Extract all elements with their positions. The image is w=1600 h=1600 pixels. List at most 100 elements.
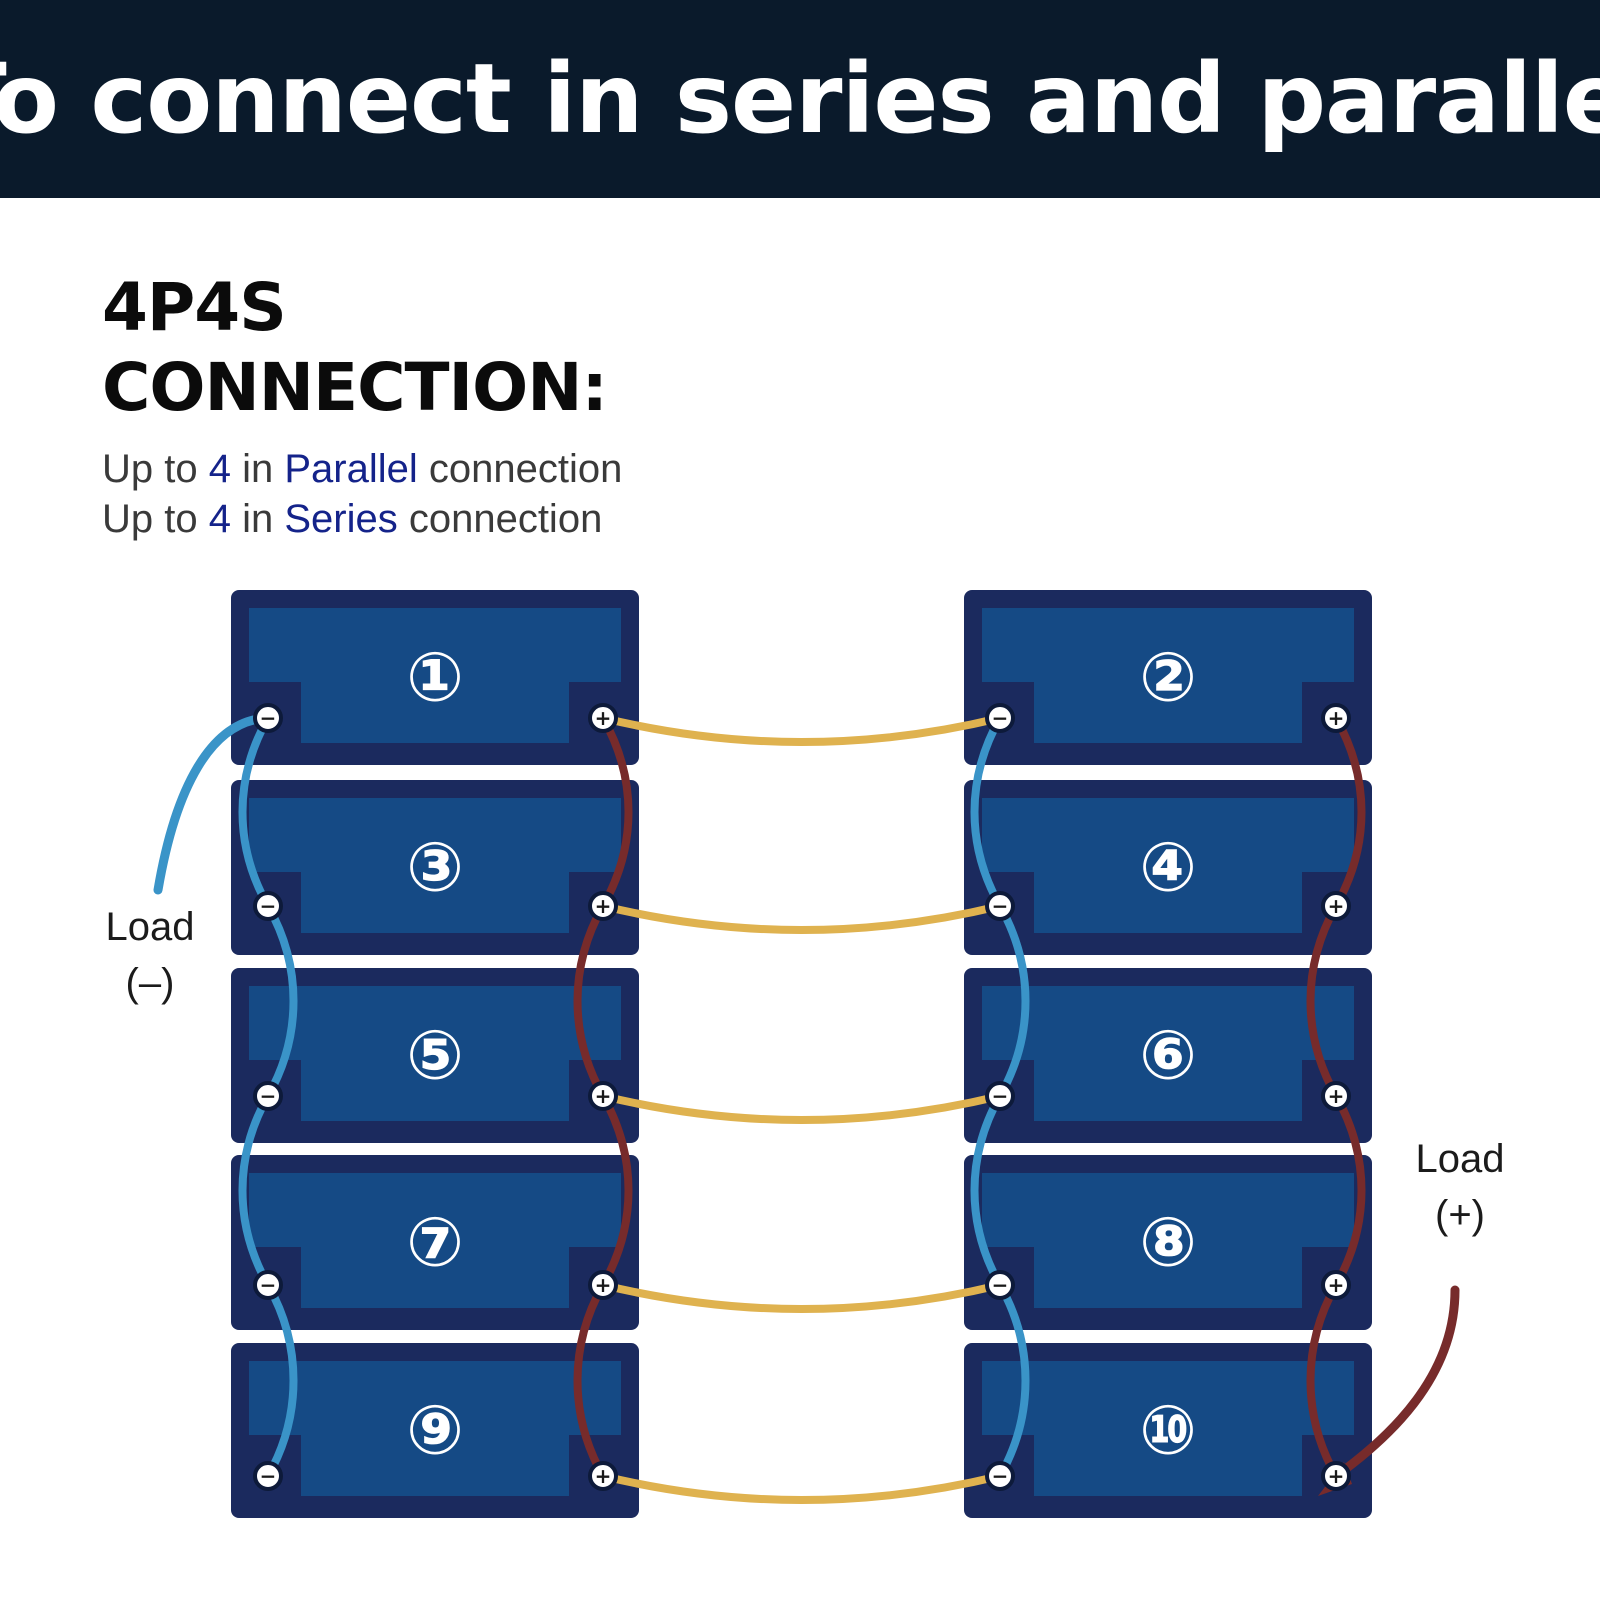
heading-line-1: 4P4S: [102, 269, 287, 346]
battery-number: ⑦: [406, 1204, 464, 1283]
negative-sign: −: [260, 894, 277, 918]
battery-2: ②: [964, 590, 1372, 765]
negative-sign: −: [992, 1464, 1009, 1488]
negative-sign: −: [260, 1464, 277, 1488]
connection-heading: 4P4S CONNECTION:: [102, 268, 608, 428]
positive-terminal: +: [588, 1081, 618, 1111]
negative-terminal-post: [253, 1461, 283, 1491]
battery-1: ①: [231, 590, 639, 765]
positive-terminal: +: [1321, 703, 1351, 733]
title-banner: To connect in series and parallel: [0, 0, 1600, 198]
negative-terminal-post: [985, 1461, 1015, 1491]
positive-sign: +: [595, 1273, 612, 1297]
positive-terminal-post: [1321, 1081, 1351, 1111]
battery-number: ⑥: [1139, 1017, 1197, 1096]
series-wire: [599, 902, 1004, 934]
positive-terminal-post: [588, 1461, 618, 1491]
positive-terminal: +: [588, 1461, 618, 1491]
negative-sign: −: [992, 1084, 1009, 1108]
positive-sign: +: [1328, 1273, 1345, 1297]
battery-number: ①: [406, 639, 464, 718]
battery-face: [249, 798, 621, 933]
battery-number: ②: [1139, 639, 1197, 718]
desc-text: in: [230, 497, 285, 541]
positive-terminal-post: [1321, 703, 1351, 733]
series-wire: [599, 1092, 1004, 1124]
battery-7: ⑦: [231, 1155, 639, 1330]
load-positive-label: Load (+): [1416, 1137, 1505, 1237]
battery-number: ③: [406, 829, 464, 908]
desc-text: Up to: [102, 497, 209, 541]
load-positive-label-line-1: Load: [1416, 1137, 1505, 1181]
desc-text: connection: [397, 497, 603, 541]
positive-terminal-post: [588, 703, 618, 733]
positive-terminal: +: [1321, 891, 1351, 921]
load-positive-wire: [1331, 1285, 1460, 1481]
negative-terminal: −: [985, 1270, 1015, 1300]
battery-3: ③: [231, 780, 639, 955]
battery-face: [249, 1173, 621, 1308]
positive-terminal-post: [1321, 891, 1351, 921]
negative-sign: −: [260, 1273, 277, 1297]
positive-terminal-post: [588, 1270, 618, 1300]
negative-terminal-post: [253, 1270, 283, 1300]
negative-terminal: −: [253, 1270, 283, 1300]
load-negative-label-line-2: (–): [126, 961, 175, 1005]
negative-terminal-post: [985, 891, 1015, 921]
load-positive-label-line-2: (+): [1435, 1193, 1485, 1237]
negative-terminal-post: [985, 1081, 1015, 1111]
positive-terminal: +: [1321, 1270, 1351, 1300]
battery-9: ⑨: [231, 1343, 639, 1518]
battery-face: [982, 608, 1354, 743]
negative-terminal: −: [253, 703, 283, 733]
desc-text: in: [230, 447, 285, 491]
series-wire: [599, 714, 1004, 746]
battery-10: ⑩: [964, 1343, 1372, 1518]
battery-4: ④: [964, 780, 1372, 955]
battery-face: [249, 608, 621, 743]
desc-text: connection: [417, 447, 623, 491]
series-count: 4: [208, 497, 231, 541]
negative-sign: −: [260, 1084, 277, 1108]
battery-face: [249, 986, 621, 1121]
battery-5: ⑤: [231, 968, 639, 1143]
positive-terminal: +: [588, 703, 618, 733]
battery-face: [982, 1173, 1354, 1308]
negative-terminal: −: [985, 1081, 1015, 1111]
positive-sign: +: [1328, 894, 1345, 918]
positive-terminal-post: [1321, 1461, 1351, 1491]
negative-terminal: −: [985, 891, 1015, 921]
positive-sign: +: [595, 1084, 612, 1108]
negative-sign: −: [992, 894, 1009, 918]
positive-terminal: +: [1321, 1461, 1351, 1491]
connection-description: Up to 4 in Parallel connection Up to 4 i…: [102, 444, 622, 544]
battery-face: [982, 798, 1354, 933]
banner-title: To connect in series and parallel: [0, 43, 1600, 155]
desc-text: Up to: [102, 447, 209, 491]
positive-sign: +: [1328, 1464, 1345, 1488]
load-negative-label: Load(–): [106, 905, 195, 1005]
heading-line-2: CONNECTION:: [102, 349, 608, 426]
battery-8: ⑧: [964, 1155, 1372, 1330]
parallel-description: Up to 4 in Parallel connection: [102, 444, 622, 494]
battery-number: ⑨: [406, 1392, 464, 1471]
positive-terminal: +: [1321, 1081, 1351, 1111]
positive-terminal-post: [588, 1081, 618, 1111]
positive-sign: +: [595, 894, 612, 918]
battery-face: [982, 1361, 1354, 1496]
battery-face: [249, 1361, 621, 1496]
negative-terminal: −: [253, 891, 283, 921]
positive-sign: +: [595, 706, 612, 730]
negative-terminal-post: [253, 703, 283, 733]
positive-sign: +: [1328, 706, 1345, 730]
positive-terminal: +: [588, 1270, 618, 1300]
series-type: Series: [284, 497, 398, 541]
parallel-count: 4: [208, 447, 231, 491]
negative-sign: −: [260, 706, 277, 730]
series-wire: [599, 1472, 1004, 1504]
parallel-type: Parallel: [284, 447, 418, 491]
battery-number: ⑤: [406, 1017, 464, 1096]
positive-terminal-post: [588, 891, 618, 921]
battery-number: ⑩: [1139, 1392, 1197, 1471]
